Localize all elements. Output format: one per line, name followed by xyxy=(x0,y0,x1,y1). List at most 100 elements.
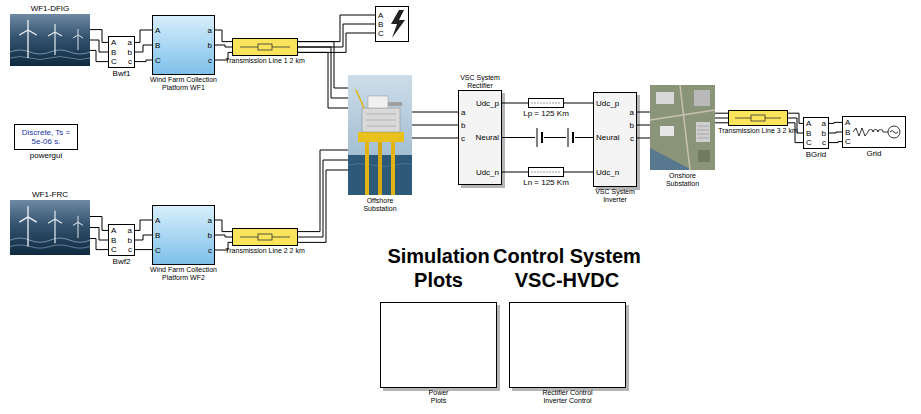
offshore-platform-photo xyxy=(362,108,400,132)
port-label: a xyxy=(461,108,465,117)
section-heading: Control System VSC-HVDC xyxy=(487,244,647,292)
wind-farm-photo xyxy=(10,14,90,66)
port-label: c xyxy=(128,57,132,66)
grid-source-symbol xyxy=(853,128,888,136)
wind-farm-photo xyxy=(10,50,90,54)
dc-cable-symbol xyxy=(528,167,564,177)
powergui-fill xyxy=(14,124,78,150)
measurement-block-fill xyxy=(803,117,829,149)
onshore-substation-photo xyxy=(656,92,674,104)
port-label: A xyxy=(378,11,383,20)
dc-wire xyxy=(502,103,528,104)
converter-block-fill xyxy=(458,90,640,190)
port-label: a xyxy=(128,38,132,47)
section-heading: Simulation Plots xyxy=(376,244,501,292)
subsystem-fill xyxy=(380,302,629,391)
collection-platform: Wind Farm Collection Platform WF1ABCabc xyxy=(152,15,215,75)
block-name: VSC System Rectifier xyxy=(450,74,510,90)
three-phase-wire xyxy=(829,122,842,142)
block-name: Grid xyxy=(854,149,894,158)
onshore-substation-photo xyxy=(650,85,715,170)
dc-cable-symbol xyxy=(531,172,561,173)
fault-symbol xyxy=(375,6,409,42)
wind-farm-photo xyxy=(73,29,83,50)
control-subsystem: Rectifier Control Inverter Control xyxy=(509,302,626,388)
offshore-platform-photo xyxy=(391,140,395,195)
port-label: Udc_p xyxy=(596,99,619,108)
port-label: a xyxy=(128,226,132,235)
port-label: C xyxy=(111,245,117,254)
dc-cable: Ln = 125 Km xyxy=(528,167,564,177)
onshore-substation-photo xyxy=(694,90,710,106)
measurement-block: Bwf1ABCabc xyxy=(108,36,135,68)
port-label: c xyxy=(208,56,212,65)
dc-cable-symbol xyxy=(531,103,561,104)
grid-source-symbol xyxy=(842,116,906,148)
wind-farm-image: WF1-DFIG xyxy=(10,14,90,66)
port-label: c xyxy=(208,246,212,255)
dc-capacitor-symbol xyxy=(535,127,544,148)
port-label: B xyxy=(845,128,850,137)
port-label: c xyxy=(630,134,634,143)
three-phase-wire xyxy=(90,217,108,250)
transmission-line-symbol xyxy=(240,47,290,48)
transmission-line-symbol xyxy=(735,118,781,119)
offshore-platform-photo xyxy=(368,96,388,108)
dc-cable-symbol xyxy=(528,98,564,108)
block-name: Onshore Substation xyxy=(653,172,713,188)
port-label: b xyxy=(208,231,212,240)
wind-farm-photo xyxy=(48,24,62,55)
three-phase-wire xyxy=(298,42,348,108)
port-label: a xyxy=(822,119,826,128)
grid-source-symbol xyxy=(842,116,906,148)
three-phase-wire xyxy=(215,30,232,60)
three-phase-wire xyxy=(637,112,650,138)
fault-symbol xyxy=(391,10,405,38)
three-phase-wire xyxy=(135,30,152,62)
wind-farm-photo xyxy=(10,200,90,255)
plots-subsystem: Power Plots xyxy=(380,302,497,388)
offshore-platform-photo xyxy=(348,75,412,195)
port-label: C xyxy=(378,29,384,38)
dc-capacitor-symbol xyxy=(572,132,574,143)
dc-capacitor-symbol xyxy=(566,127,575,148)
offshore-platform-photo xyxy=(388,102,402,106)
block-name: WF1-DFIG xyxy=(5,4,95,13)
three-phase-wire xyxy=(412,112,458,138)
port-label: A xyxy=(806,119,811,128)
transmission-line-symbol xyxy=(232,38,298,56)
port-label: Udc_n xyxy=(596,168,619,177)
transmission-line-symbol xyxy=(728,110,788,126)
block-name: Wind Farm Collection Platform WF2 xyxy=(148,266,220,282)
converter-block-fill xyxy=(458,90,502,185)
port-label: C xyxy=(111,57,117,66)
block-name: Bwf2 xyxy=(102,257,142,266)
measurement-block: Bwf2ABCabc xyxy=(108,224,135,256)
dc-capacitor-symbol xyxy=(537,128,538,147)
dc-wire xyxy=(502,137,593,138)
port-label: C xyxy=(845,137,851,146)
port-label: a xyxy=(208,26,212,35)
onshore-substation-photo xyxy=(650,148,692,170)
transmission-line-symbol xyxy=(240,237,290,238)
powergui-fill xyxy=(14,124,78,150)
wind-farm-image: WF1-FRC xyxy=(10,200,90,255)
port-label: B xyxy=(806,129,811,138)
converter-block: VSC System InverterUdc_pNeuralUdc_nabc xyxy=(593,92,637,187)
port-label: c xyxy=(128,245,132,254)
subsystem-fill xyxy=(380,302,497,388)
three-phase-wire xyxy=(215,220,232,250)
port-label: b xyxy=(128,48,132,57)
dc-capacitor-symbol xyxy=(535,127,575,148)
wind-farm-photo xyxy=(10,200,90,255)
collection-platform-fill xyxy=(152,15,215,75)
port-label: C xyxy=(155,56,161,65)
substation-image: Onshore Substation xyxy=(650,85,715,170)
port-label: b xyxy=(208,41,212,50)
port-label: B xyxy=(155,41,160,50)
grid-source-symbol xyxy=(888,126,900,138)
subsystem-fill xyxy=(509,302,626,388)
port-label: B xyxy=(378,20,383,29)
